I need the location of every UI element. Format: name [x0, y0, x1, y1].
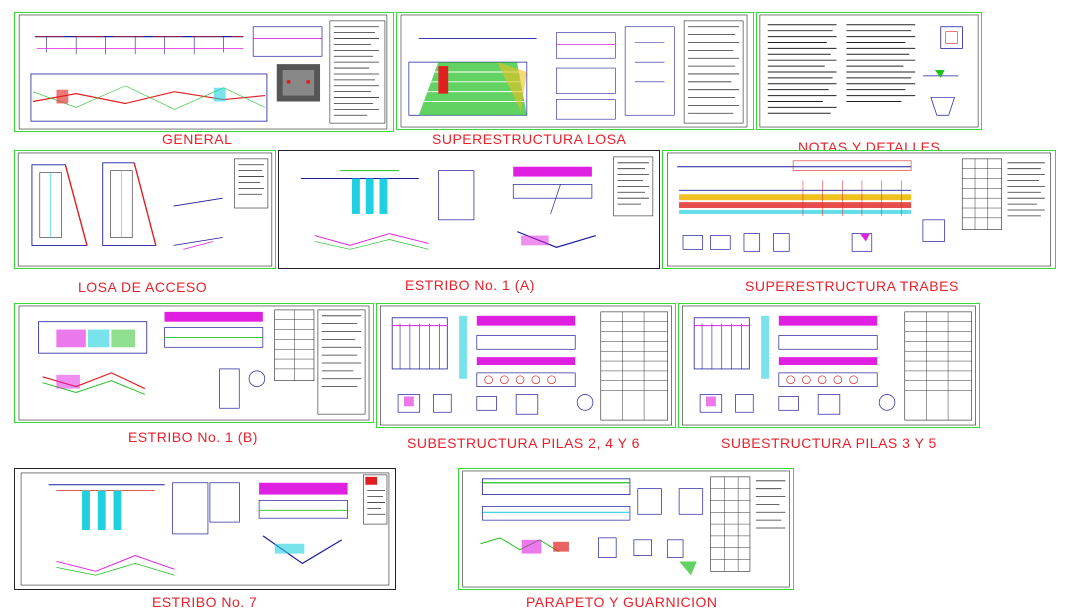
- sheet-caption-superestructura-losa: SUPERESTRUCTURA LOSA: [432, 131, 627, 147]
- estribo-7-drawing: [20, 472, 390, 586]
- superestructura-losa-drawing: [400, 14, 748, 128]
- estribo-1b-drawing: [18, 305, 370, 421]
- pilas-35-drawing: [682, 305, 976, 426]
- general-drawing: [18, 14, 388, 130]
- sheet-parapeto[interactable]: [458, 468, 794, 590]
- notas-detalles-drawing: [759, 14, 979, 128]
- sheet-losa-acceso[interactable]: [14, 150, 276, 269]
- sheet-caption-pilas-246: SUBESTRUCTURA PILAS 2, 4 Y 6: [407, 435, 640, 451]
- pilas-246-drawing: [380, 305, 672, 426]
- sheet-caption-estribo-1b: ESTRIBO No. 1 (B): [128, 429, 258, 445]
- sheet-caption-estribo-7: ESTRIBO No. 7: [152, 594, 258, 610]
- sheet-caption-estribo-1a: ESTRIBO No. 1 (A): [405, 277, 535, 293]
- sheet-pilas-35[interactable]: [678, 303, 980, 428]
- estribo-1a-drawing: [300, 156, 654, 250]
- sheet-general[interactable]: [14, 12, 394, 132]
- losa-acceso-drawing: [17, 152, 273, 267]
- sheet-caption-pilas-35: SUBESTRUCTURA PILAS 3 Y 5: [721, 435, 937, 451]
- sheet-estribo-1b[interactable]: [14, 303, 374, 423]
- sheet-estribo-1a[interactable]: [278, 150, 660, 269]
- sheet-caption-parapeto: PARAPETO Y GUARNICION: [526, 594, 718, 610]
- superestructura-trabes-drawing: [666, 152, 1052, 267]
- sheet-superestructura-losa[interactable]: [396, 12, 754, 130]
- sheet-notas-detalles[interactable]: [756, 12, 982, 130]
- sheet-caption-general: GENERAL: [162, 131, 233, 147]
- sheet-caption-superestructura-trabes: SUPERESTRUCTURA TRABES: [745, 278, 959, 294]
- sheet-superestructura-trabes[interactable]: [662, 150, 1056, 269]
- parapeto-drawing: [462, 470, 790, 588]
- sheet-estribo-7[interactable]: [14, 468, 396, 590]
- sheet-caption-losa-acceso: LOSA DE ACCESO: [78, 279, 208, 295]
- sheet-pilas-246[interactable]: [376, 303, 676, 428]
